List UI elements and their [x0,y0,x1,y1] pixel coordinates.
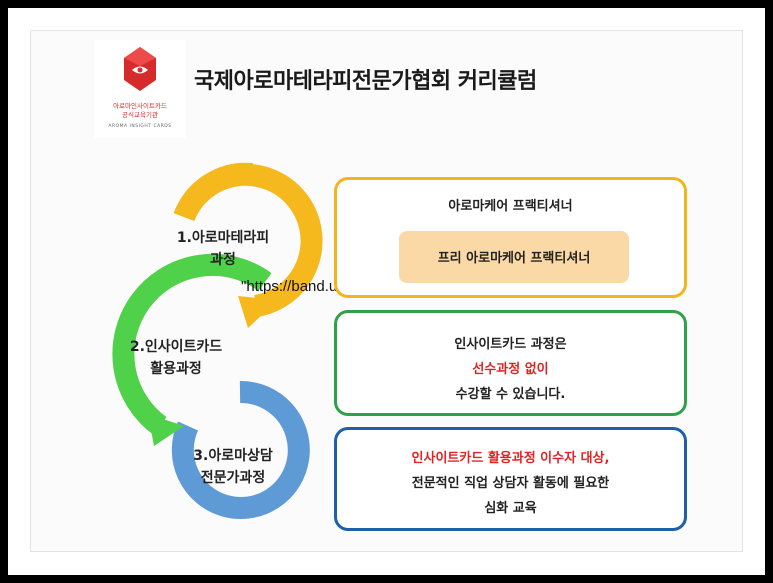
step1-arrowhead-icon [238,296,278,328]
page-title: 국제아로마테라피전문가협회 커리큘럼 [194,69,537,94]
step3-label: 3.아로마상담 전문가과정 [178,445,288,489]
step1-label-line2: 과정 [210,252,236,268]
step3-label-line2: 전문가과정 [200,470,266,486]
insight-card-line2: 선수과정 없이 [472,362,549,377]
logo-text-line1: 아로마인사이트카드 [113,102,167,110]
counseling-card-line1: 인사이트카드 활용과정 이수자 대상, [411,451,610,466]
logo-emblem-icon [124,47,156,91]
pre-aromacare-practitioner-text: 프리 아로마케어 프랙티셔너 [437,251,591,266]
counseling-card-line2: 전문적인 직업 상담자 활동에 필요한 [411,476,610,491]
association-logo: 아로마인사이트카드 공식교육기관 AROMA INSIGHT CARDS [94,40,186,138]
counseling-expert-course-card: 인사이트카드 활용과정 이수자 대상, 전문적인 직업 상담자 활동에 필요한 … [334,427,687,531]
step3-arrow-ring [171,380,310,519]
insight-card-line1: 인사이트카드 과정은 [454,337,567,352]
step3-label-line1: 3.아로마상담 [193,448,273,464]
step2-label-line1: 2.인사이트카드 [129,339,223,355]
step1-label: 1.아로마테라피 과정 [168,227,278,271]
step1-label-line1: 1.아로마테라피 [176,230,270,246]
step2-arrowhead-icon [148,414,184,446]
insight-card-course-card: 인사이트카드 과정은 선수과정 없이 수강할 수 있습니다. [334,310,687,416]
step2-label-line2: 활용과정 [150,361,202,377]
aromacare-practitioner-heading: 아로마케어 프랙티셔너 [448,199,573,214]
counseling-card-line3: 심화 교육 [484,501,537,516]
logo-text-line3: AROMA INSIGHT CARDS [108,124,172,129]
logo-text-line2: 공식교육기관 [122,111,158,119]
step2-label: 2.인사이트카드 활용과정 [116,336,236,380]
pre-aromacare-practitioner-box: 프리 아로마케어 프랙티셔너 [399,231,629,283]
step2-arrow-ring [112,253,272,435]
insight-card-line3: 수강할 수 있습니다. [455,387,566,402]
